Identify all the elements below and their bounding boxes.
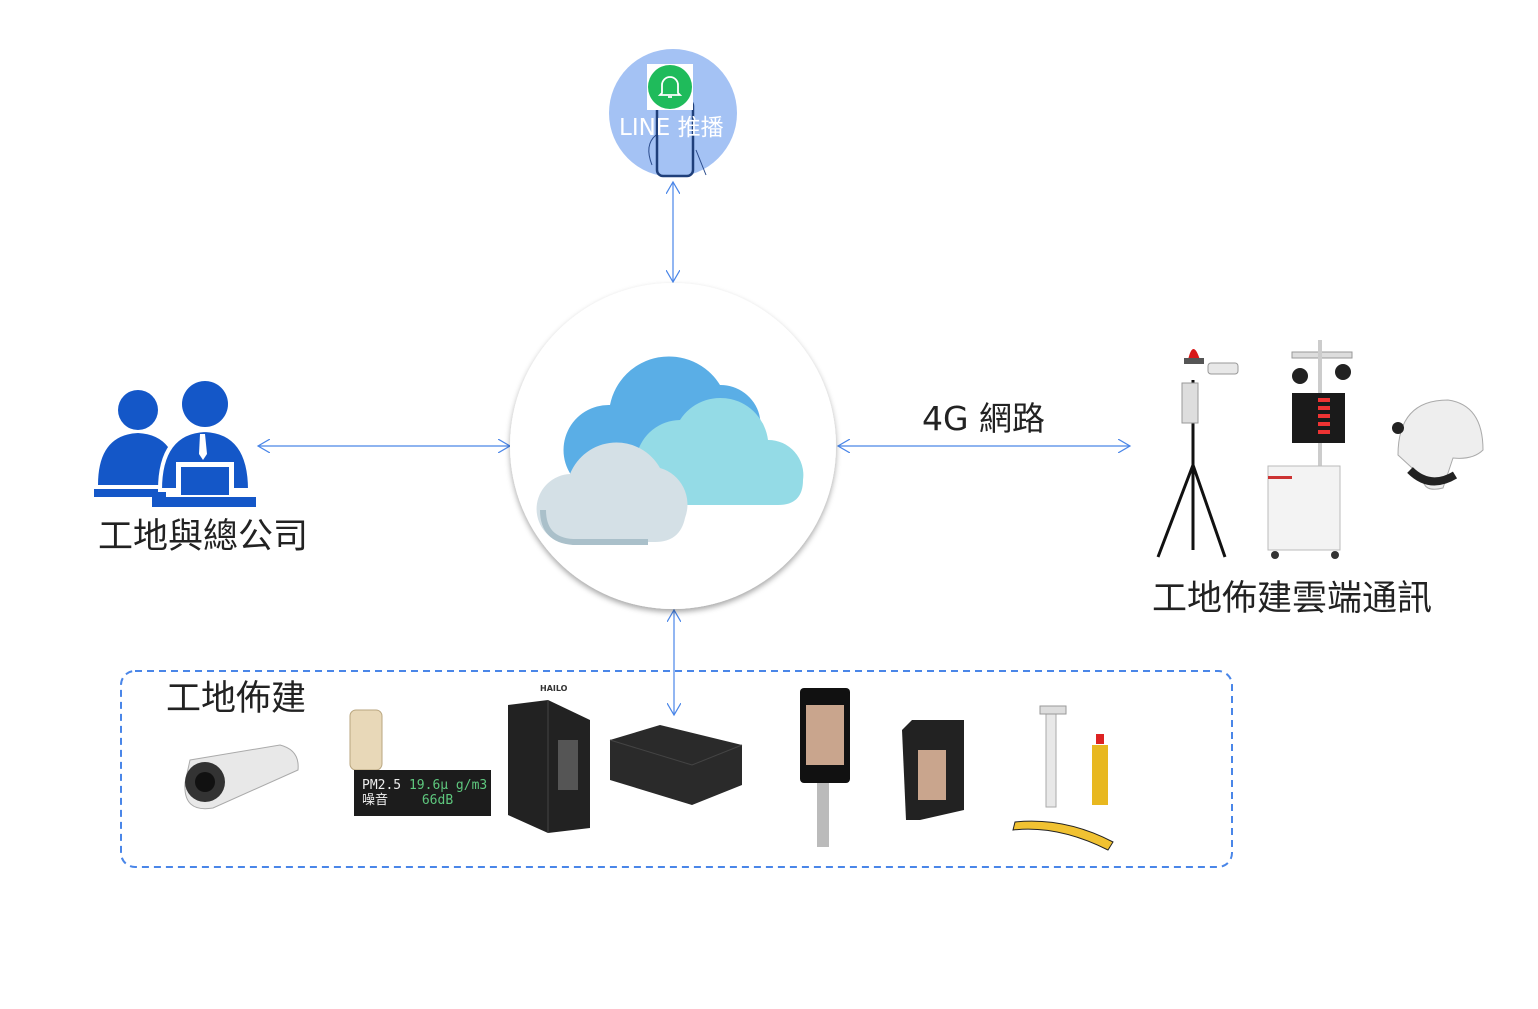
bell-icon (648, 65, 692, 109)
noise-label: 噪音 (362, 793, 389, 808)
face-recognition-pillar (800, 688, 850, 847)
pm-display-text: PM2.5 19.6μ g/m3 噪音 66dB (362, 778, 487, 808)
environment-monitor-station (1267, 340, 1353, 559)
headquarters-label: 工地與總公司 (98, 517, 309, 557)
site-deployment-box (120, 670, 1233, 868)
edge-ai-box (508, 700, 590, 833)
line-push-node (609, 49, 737, 178)
people-at-laptops-icon (94, 381, 256, 507)
face-recognition-wall-unit (902, 720, 964, 820)
alarm-tripod-device (1156, 349, 1239, 558)
smart-helmet (1392, 399, 1484, 490)
noise-value: 66dB (421, 793, 454, 808)
fanless-mini-pc (609, 725, 743, 805)
cloud-devices-label: 工地佈建雲端通訊 (1152, 579, 1433, 619)
network-label: 4G 網路 (922, 399, 1046, 438)
cloud-icon (536, 356, 804, 545)
hailo-logo: HAILO (540, 684, 568, 693)
pm25-noise-display (349, 709, 491, 816)
pm25-label: PM2.5 (362, 778, 402, 793)
bullet-camera (184, 744, 299, 810)
pm25-value: 19.6μ g/m3 (408, 778, 488, 793)
line-push-label: LINE 推播 (619, 115, 724, 141)
parking-sensor-kit (1012, 705, 1114, 851)
site-label: 工地佈建 (166, 679, 307, 719)
cloud-node (510, 283, 836, 609)
